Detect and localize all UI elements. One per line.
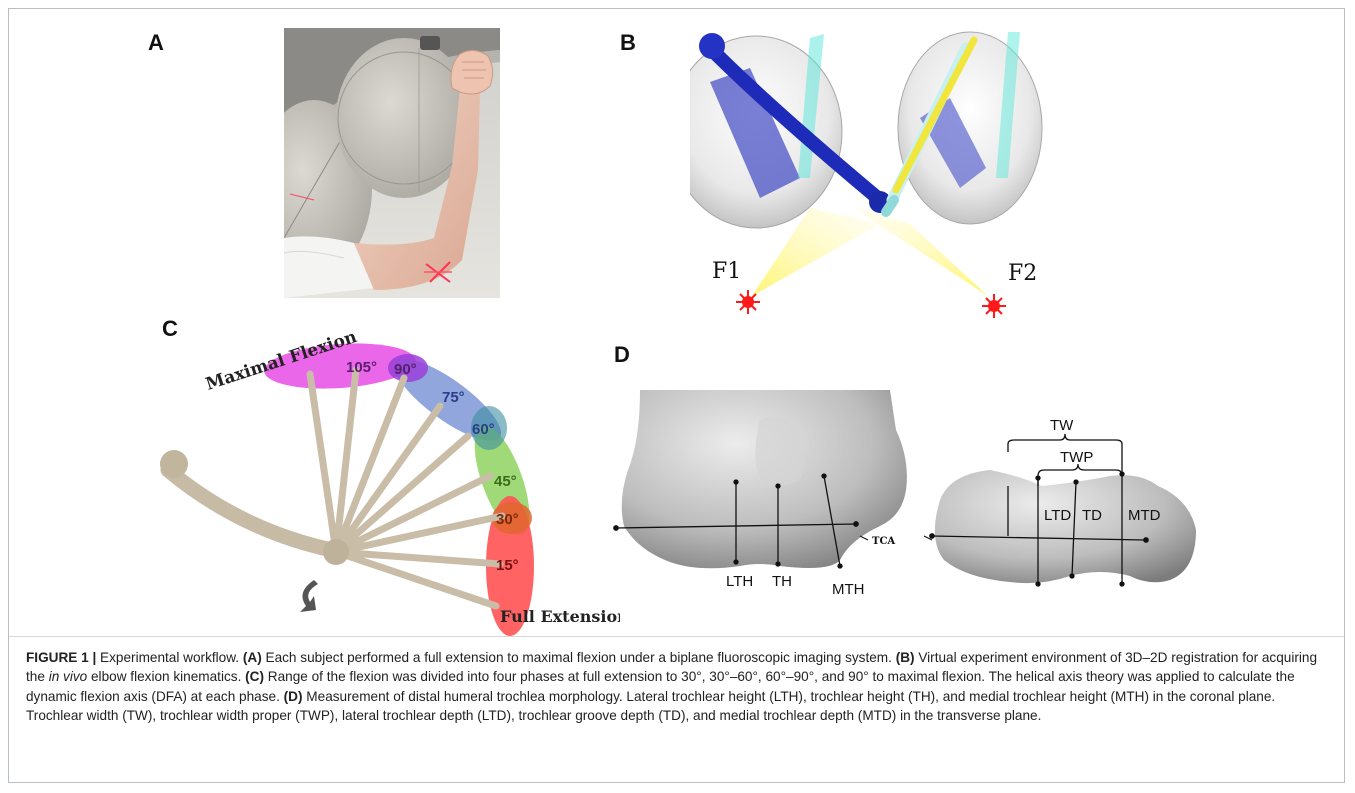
angle-label-60: 60° — [472, 421, 495, 438]
panel-c-flexion-phases: Maximal Flexion Full Extension 105° 90° … — [150, 330, 620, 636]
panel-a-photo — [284, 28, 500, 298]
caption-text-a: Each subject performed a full extension … — [262, 650, 896, 665]
caption-tag-c: (C) — [245, 669, 264, 684]
angle-label-15: 15° — [496, 557, 519, 574]
angle-label-30: 30° — [496, 511, 519, 528]
angle-label-45: 45° — [494, 473, 517, 490]
rotation-arrow-icon — [300, 580, 318, 612]
panel-b-virtual-environment: F1 F2 — [690, 28, 1060, 328]
caption-italic-b: in vivo — [49, 669, 88, 684]
caption-divider — [9, 636, 1344, 637]
label-th: TH — [772, 573, 792, 590]
caption-tag-d: (D) — [284, 689, 303, 704]
label-tw: TW — [1050, 417, 1074, 434]
label-mtd: MTD — [1128, 507, 1161, 524]
xray-source-icon-f1 — [736, 290, 760, 314]
angle-label-75: 75° — [442, 389, 465, 406]
label-tca: TCA — [872, 536, 895, 547]
panel-letter-b: B — [620, 30, 636, 56]
fluoroscopy-photo — [284, 28, 500, 298]
label-ltd: LTD — [1044, 507, 1071, 524]
focus-label-f1: F1 — [712, 259, 741, 284]
xray-source-icon-f2 — [982, 294, 1006, 318]
panel-letter-a: A — [148, 30, 164, 56]
trochlea-measurement-diagram: LTH TH MTH TCA TW TWP LTD TD MTD — [610, 390, 1330, 630]
label-twp: TWP — [1060, 449, 1093, 466]
angle-label-105: 105° — [346, 359, 377, 376]
caption-tag-b: (B) — [896, 650, 915, 665]
label-lth: LTH — [726, 573, 753, 590]
caption-figure-label: FIGURE 1 | — [26, 650, 96, 665]
label-td: TD — [1082, 507, 1102, 524]
caption-text-b2: elbow flexion kinematics. — [87, 669, 245, 684]
label-mth: MTH — [832, 581, 865, 598]
caption-tag-a: (A) — [243, 650, 262, 665]
panel-d-trochlea-morphology: LTH TH MTH TCA TW TWP LTD TD MTD — [610, 390, 1330, 630]
focus-label-f2: F2 — [1008, 261, 1037, 286]
angle-label-90: 90° — [394, 361, 417, 378]
figure-caption: FIGURE 1 | Experimental workflow. (A) Ea… — [26, 648, 1331, 726]
caption-title: Experimental workflow. — [96, 650, 243, 665]
label-full-extension: Full Extension — [500, 607, 620, 626]
registration-diagram: F1 F2 — [690, 28, 1060, 328]
flexion-phase-diagram: Maximal Flexion Full Extension 105° 90° … — [150, 330, 620, 636]
